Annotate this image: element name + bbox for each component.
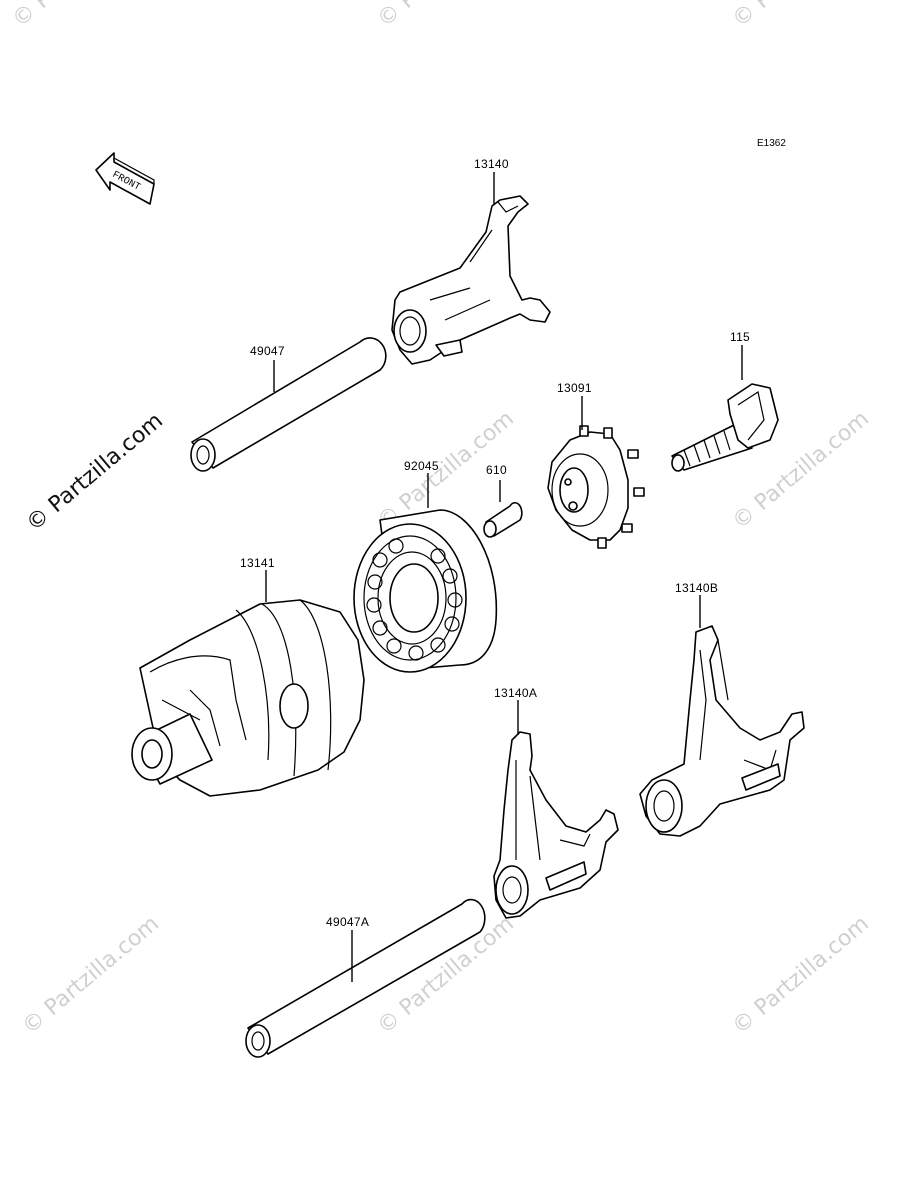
- watermark: © Partzilla.com: [728, 911, 874, 1039]
- pin-610: [483, 501, 523, 538]
- label-49047: 49047: [250, 344, 285, 358]
- ref-code: E1362: [757, 138, 786, 149]
- plate-13091: [547, 425, 645, 549]
- watermark: © Partzilla.com: [18, 911, 164, 1039]
- label-13141: 13141: [240, 556, 275, 570]
- shaft-49047: [190, 337, 387, 472]
- shift-fork-13140a: [493, 731, 619, 919]
- watermark: © Partzilla.com: [8, 0, 154, 33]
- watermark-main: © Partzilla.com: [22, 408, 168, 536]
- label-610: 610: [486, 463, 507, 477]
- label-13140A: 13140A: [494, 686, 537, 700]
- front-arrow-icon: FRONT: [95, 152, 155, 205]
- watermark: © Partzilla.com: [373, 0, 519, 33]
- shift-drum-13141: [131, 599, 365, 797]
- label-13140: 13140: [474, 157, 509, 171]
- label-13091: 13091: [557, 381, 592, 395]
- label-49047A: 49047A: [326, 915, 369, 929]
- watermark: © Partzilla.com: [728, 0, 874, 33]
- shift-fork-13140: [391, 195, 551, 365]
- label-13140B: 13140B: [675, 581, 718, 595]
- bearing-92045: [353, 509, 498, 673]
- shaft-49047a: [245, 898, 486, 1058]
- bolt-115: [671, 383, 779, 472]
- label-115: 115: [730, 330, 750, 344]
- label-92045: 92045: [404, 459, 439, 473]
- shift-fork-13140b: [639, 625, 805, 837]
